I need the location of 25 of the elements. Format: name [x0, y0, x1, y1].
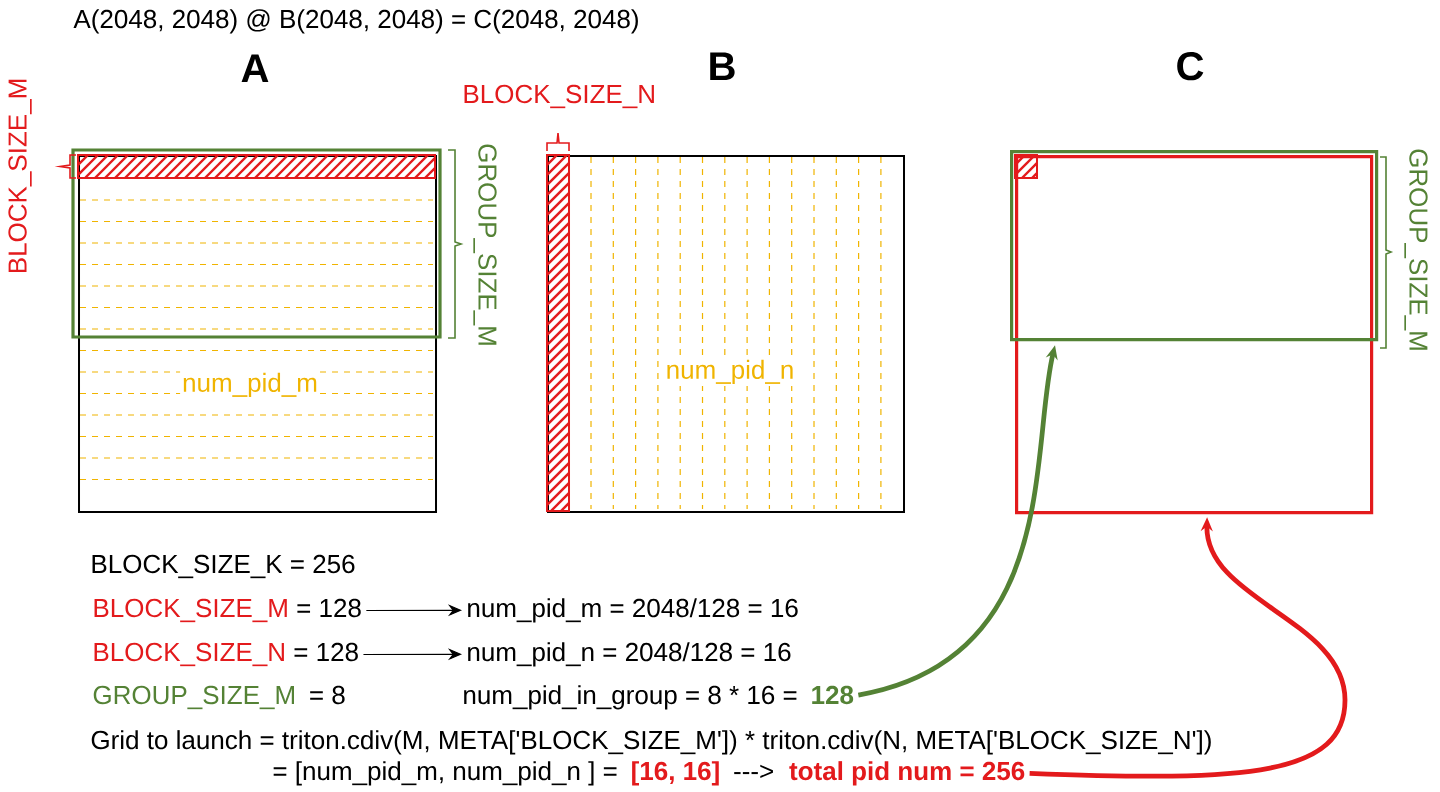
formula-text: Grid to launch = triton.cdiv(M, META['BLOCK_SIZE_M']) * triton.cdiv(N, META['BLOCK_SIZE_N']): [91, 730, 1211, 755]
dimension-label: GROUP_SIZE_M: [473, 144, 497, 345]
formula-text: num_pid_in_group = 8 * 16 =: [464, 685, 797, 710]
matrix-label: num_pid_m: [180, 370, 320, 400]
highlight-value: 128: [812, 685, 854, 705]
dimension-label: BLOCK_SIZE_M: [8, 79, 32, 273]
highlight-value: total pid num = 256: [789, 761, 1025, 786]
title: A(2048, 2048) @ B(2048, 2048) = C(2048, 2048): [73, 9, 638, 34]
formula-text: --->: [734, 764, 773, 779]
matrix-label: num_pid_n: [663, 357, 797, 387]
parameter-text: BLOCK_SIZE_N = 128: [94, 642, 358, 667]
formula-text: num_pid_n = 2048/128 = 16: [468, 642, 791, 667]
formula-text: GROUP_SIZE_M: [93, 685, 294, 710]
formula-text: BLOCK_SIZE_K = 256: [92, 554, 355, 579]
matrix-heading: B: [710, 52, 735, 80]
formula-text: [16, 16]: [632, 761, 719, 786]
formula-text: = 8: [310, 685, 345, 705]
dimension-label: BLOCK_SIZE_N: [464, 84, 654, 109]
matrix-heading: A: [241, 54, 269, 82]
matrix-heading: C: [1177, 52, 1204, 81]
formula-text: num_pid_m = 2048/128 = 16: [468, 598, 798, 623]
formula-text: = [num_pid_m, num_pid_n ] =: [273, 761, 617, 786]
group-outline: [1010, 150, 1379, 342]
dimension-label: GROUP_SIZE_M: [1404, 149, 1428, 350]
parameter-text: BLOCK_SIZE_M = 128: [94, 598, 361, 623]
